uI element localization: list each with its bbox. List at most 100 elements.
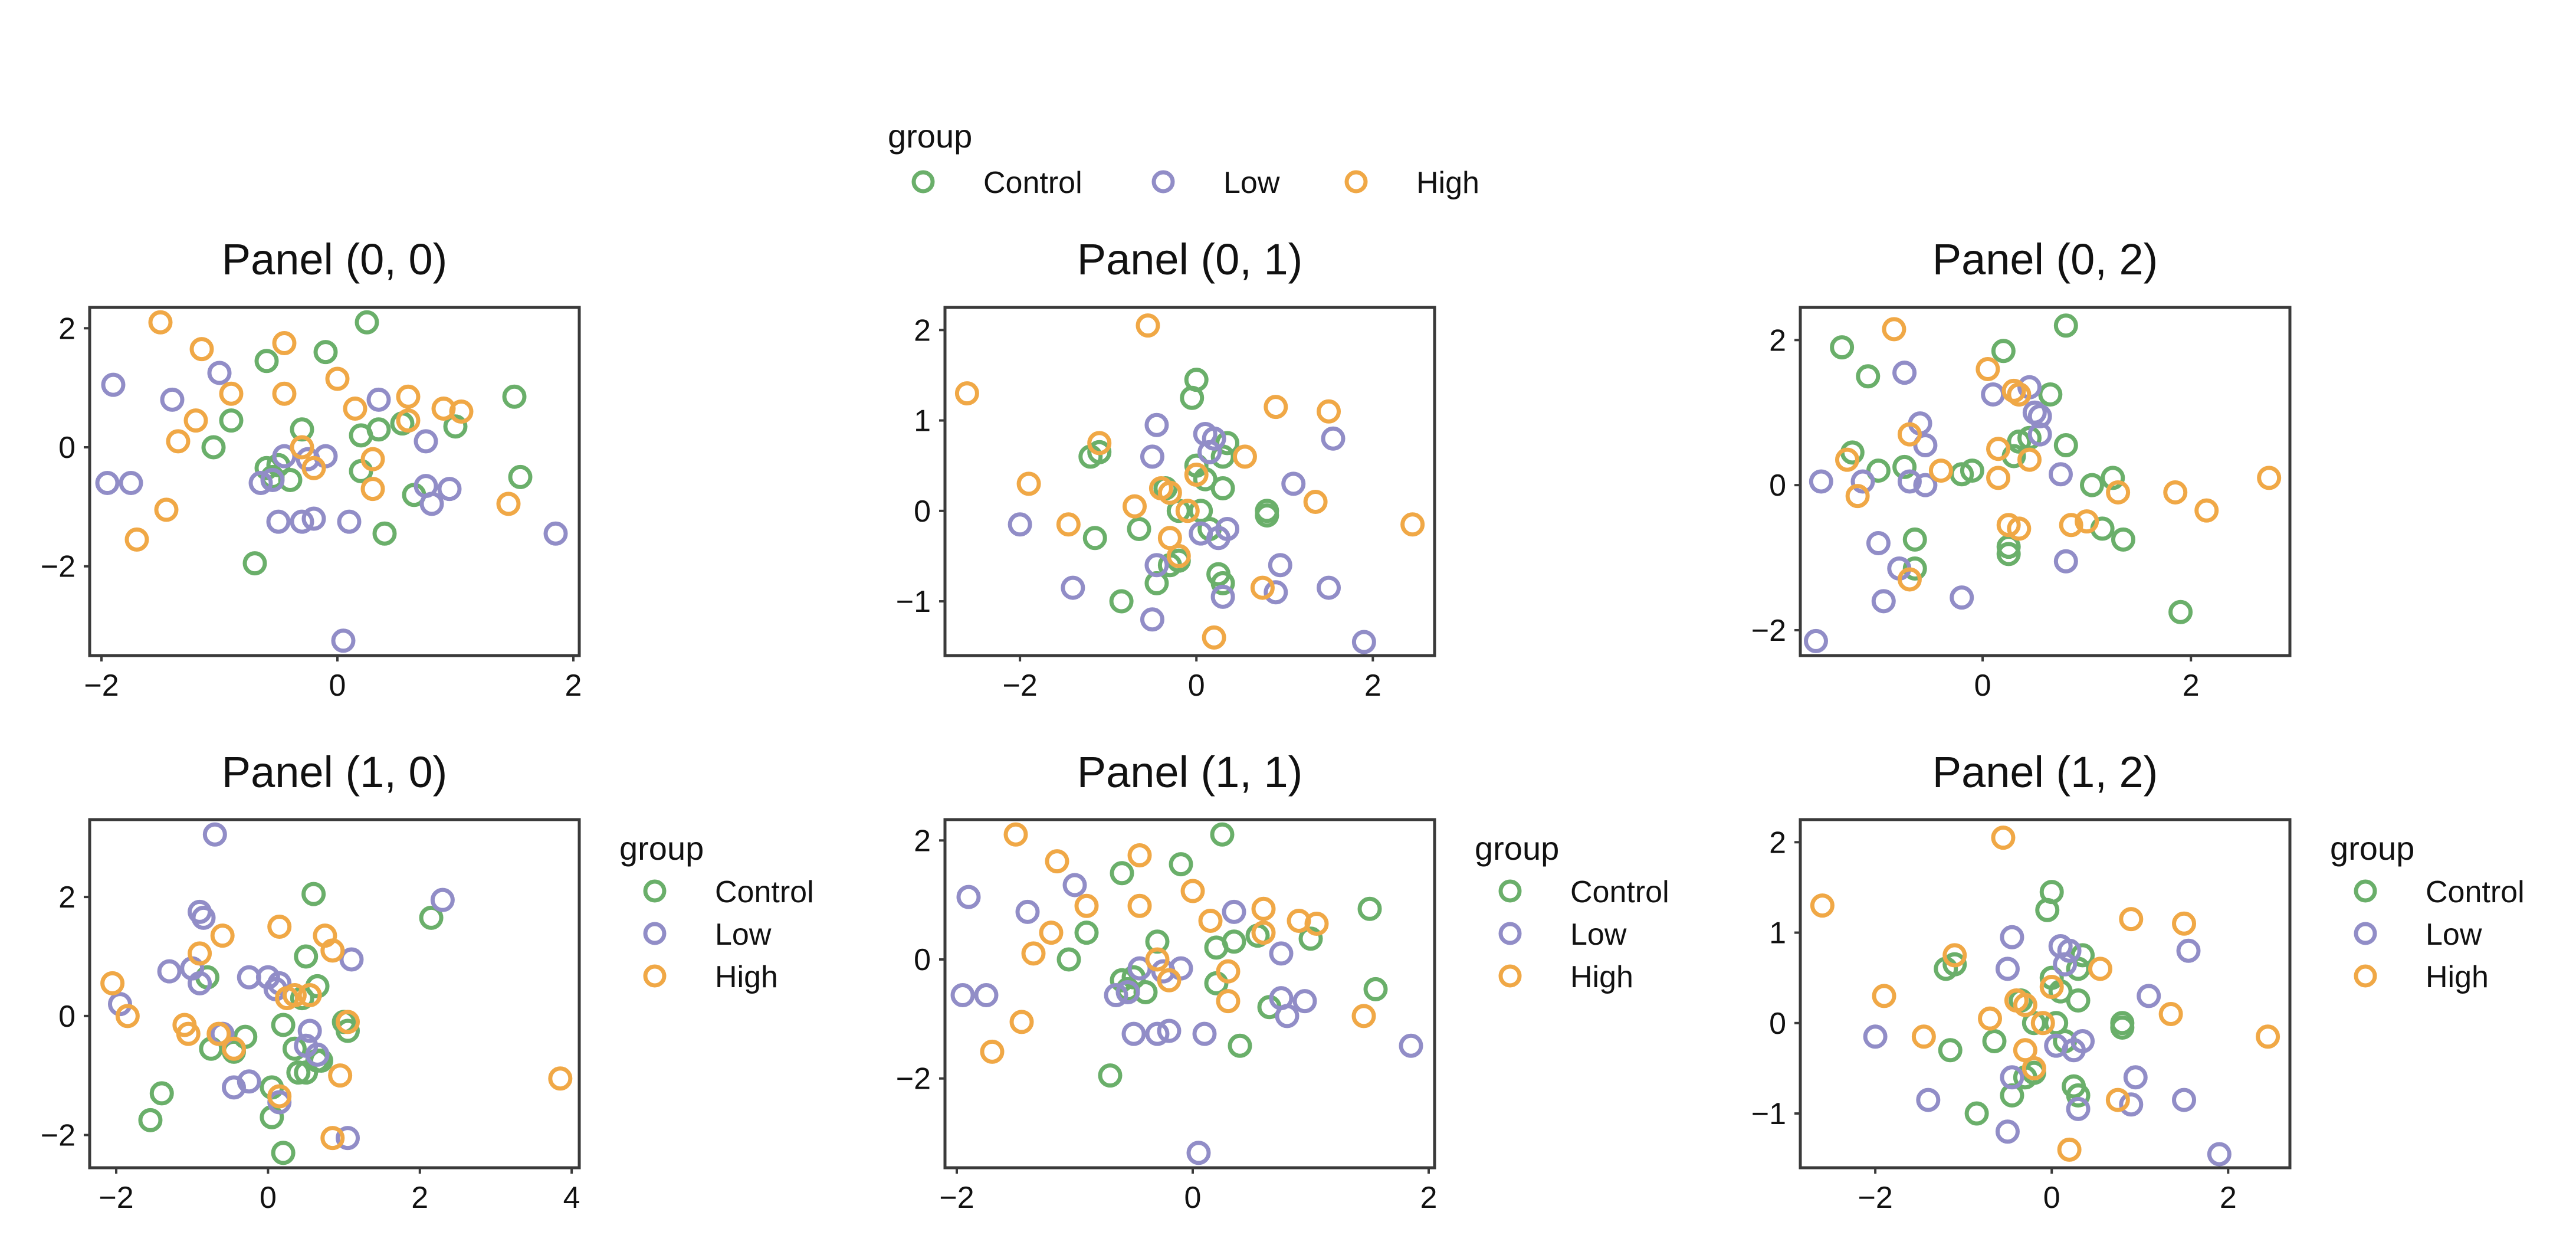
scatter-point-high xyxy=(1166,543,1191,568)
scatter-point-control xyxy=(301,882,326,906)
panel-0-0-title: Panel (0, 0) xyxy=(222,235,448,284)
scatter-point-control xyxy=(1357,896,1382,921)
scatter-point-high xyxy=(1304,911,1329,936)
scatter-point-control xyxy=(1298,926,1323,951)
scatter-point-control xyxy=(508,464,533,489)
scatter-point-high xyxy=(954,381,979,406)
scatter-point-high xyxy=(2256,1024,2280,1049)
top-legend-entry-low: Low xyxy=(1151,166,1280,200)
panel-0-0-x-tick-label: −2 xyxy=(84,669,119,703)
scatter-point-control xyxy=(1210,571,1235,595)
scatter-point-control xyxy=(271,1013,296,1037)
scatter-point-low xyxy=(2000,925,2024,949)
scatter-point-control xyxy=(1830,335,1855,360)
scatter-point-high xyxy=(166,429,191,454)
scatter-point-high xyxy=(1897,422,1922,447)
scatter-point-low xyxy=(974,983,999,1008)
panel-1-1-legend-label-high: High xyxy=(1570,960,1633,994)
scatter-point-low xyxy=(1863,1024,1888,1049)
panel-1-0-x-tick-label: −2 xyxy=(99,1181,133,1215)
scatter-point-control xyxy=(313,340,338,365)
panel-1-0-legend-marker-high xyxy=(643,964,667,988)
scatter-point-control xyxy=(355,310,379,335)
scatter-point-control xyxy=(286,1060,311,1085)
scatter-point-low xyxy=(1121,1021,1146,1046)
scatter-point-control xyxy=(372,521,397,546)
scatter-point-high xyxy=(1928,458,1953,483)
scatter-point-control xyxy=(1127,516,1151,541)
scatter-point-low xyxy=(1317,575,1341,600)
scatter-point-high xyxy=(1180,879,1205,903)
scatter-point-low xyxy=(1015,899,1040,924)
scatter-point-low xyxy=(366,387,391,412)
scatter-point-high xyxy=(360,447,385,471)
panel-0-2-title: Panel (0, 2) xyxy=(1932,235,2158,284)
scatter-point-low xyxy=(1144,553,1169,578)
panel-0-0-y-tick-label: 2 xyxy=(58,312,76,346)
scatter-point-control xyxy=(1074,921,1099,945)
scatter-point-high xyxy=(1986,437,2011,461)
scatter-point-high xyxy=(2075,509,2099,534)
scatter-point-low xyxy=(1197,440,1222,464)
scatter-point-high xyxy=(980,1039,1005,1064)
scatter-point-control xyxy=(254,349,279,374)
scatter-point-control xyxy=(282,1036,307,1061)
panel-1-0-legend-marker-low xyxy=(643,922,667,945)
panel-0-1-y-tick-label: 2 xyxy=(914,313,931,348)
panel-1-2-y-tick-label: −1 xyxy=(1751,1097,1786,1131)
scatter-point-high xyxy=(115,1004,140,1028)
scatter-point-high xyxy=(272,381,297,406)
scatter-point-low xyxy=(301,506,326,531)
panel-1-2-x-tick-label: −2 xyxy=(1858,1181,1892,1215)
scatter-point-high xyxy=(1127,843,1152,868)
panel-0-2-frame xyxy=(1799,306,2292,657)
scatter-point-high xyxy=(2119,907,2144,932)
scatter-point-low xyxy=(1281,471,1306,496)
scatter-point-high xyxy=(2030,1011,2055,1036)
panel-1-2-legend-label-low: Low xyxy=(2426,918,2482,952)
scatter-point-high xyxy=(320,938,345,963)
scatter-point-high xyxy=(1136,313,1160,338)
scatter-point-low xyxy=(1269,941,1294,966)
scatter-point-low xyxy=(1145,1021,1170,1046)
panel-1-0-legend-label-high: High xyxy=(715,960,778,994)
scatter-point-high xyxy=(1087,431,1112,456)
scatter-point-low xyxy=(1897,469,1922,494)
panel-0-1-frame xyxy=(943,306,1436,657)
scatter-point-high xyxy=(297,983,322,1008)
scatter-point-low xyxy=(1140,607,1164,632)
top-legend-marker-low xyxy=(1151,170,1175,194)
scatter-point-control xyxy=(2066,988,2091,1013)
panel-1-1-legend-label-low: Low xyxy=(1570,918,1627,952)
scatter-point-low xyxy=(2119,1092,2144,1117)
scatter-point-low xyxy=(2044,1033,2069,1058)
scatter-point-high xyxy=(1184,463,1209,487)
panel-1-0-frame xyxy=(88,818,581,1170)
scatter-point-control xyxy=(1982,1028,2007,1053)
scatter-point-low xyxy=(2057,938,2082,963)
panel-1-0-legend: group Control Low High xyxy=(619,830,814,994)
scatter-point-high xyxy=(2059,513,2083,538)
scatter-point-low xyxy=(1104,983,1128,1008)
scatter-point-low xyxy=(1866,530,1891,555)
scatter-point-high xyxy=(1835,447,1859,472)
panel-1-0-legend-title: group xyxy=(619,830,704,867)
scatter-point-low xyxy=(956,885,981,909)
scatter-point-low xyxy=(437,477,462,502)
scatter-point-low xyxy=(255,965,280,990)
scatter-point-low xyxy=(290,509,314,534)
scatter-point-high xyxy=(1021,941,1046,966)
scatter-point-high xyxy=(275,986,300,1011)
scatter-point-high xyxy=(1056,512,1081,537)
scatter-point-control xyxy=(1892,454,1917,479)
scatter-point-high xyxy=(1942,943,1967,968)
scatter-point-high xyxy=(1074,893,1099,918)
scatter-point-high xyxy=(1198,908,1223,933)
scatter-point-high xyxy=(188,941,212,966)
scatter-point-high xyxy=(1845,484,1870,509)
scatter-point-low xyxy=(1189,521,1213,546)
